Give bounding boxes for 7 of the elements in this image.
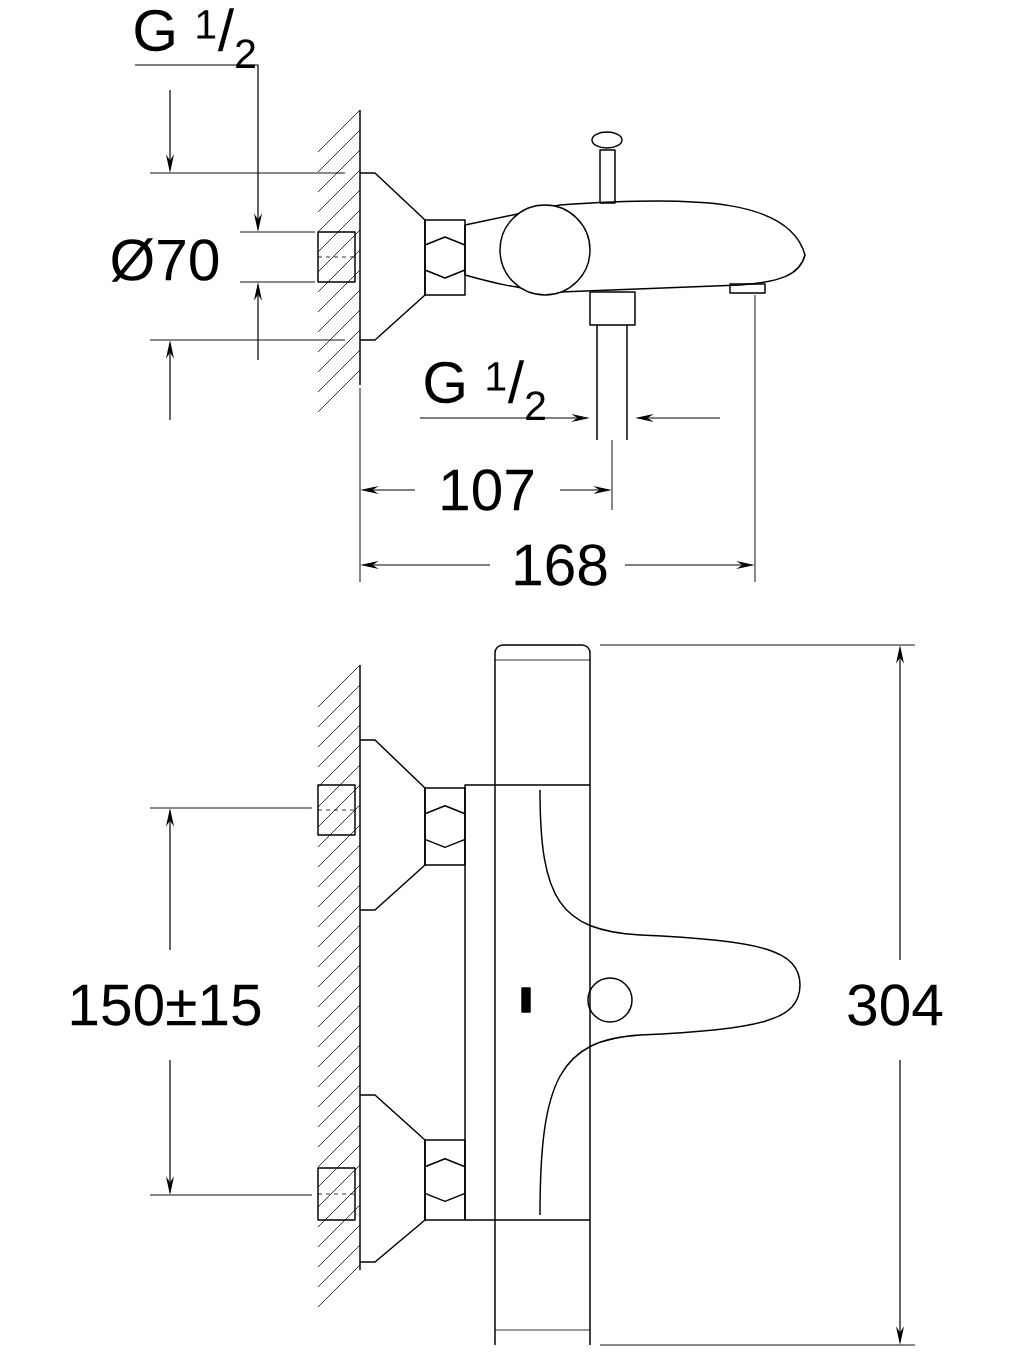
dimension-label: G $^{1}$/$_{2}$ — [425, 360, 545, 420]
dimension-label: 168 — [515, 544, 607, 586]
dimension-label: 304 — [848, 984, 943, 1026]
dimension-label: G $^{1}$/$_{2}$ — [135, 8, 255, 68]
dimension-label: 150±15 — [71, 984, 261, 1026]
dimension-label: Ø70 — [111, 238, 219, 282]
dimension-label: 107 — [442, 469, 533, 511]
